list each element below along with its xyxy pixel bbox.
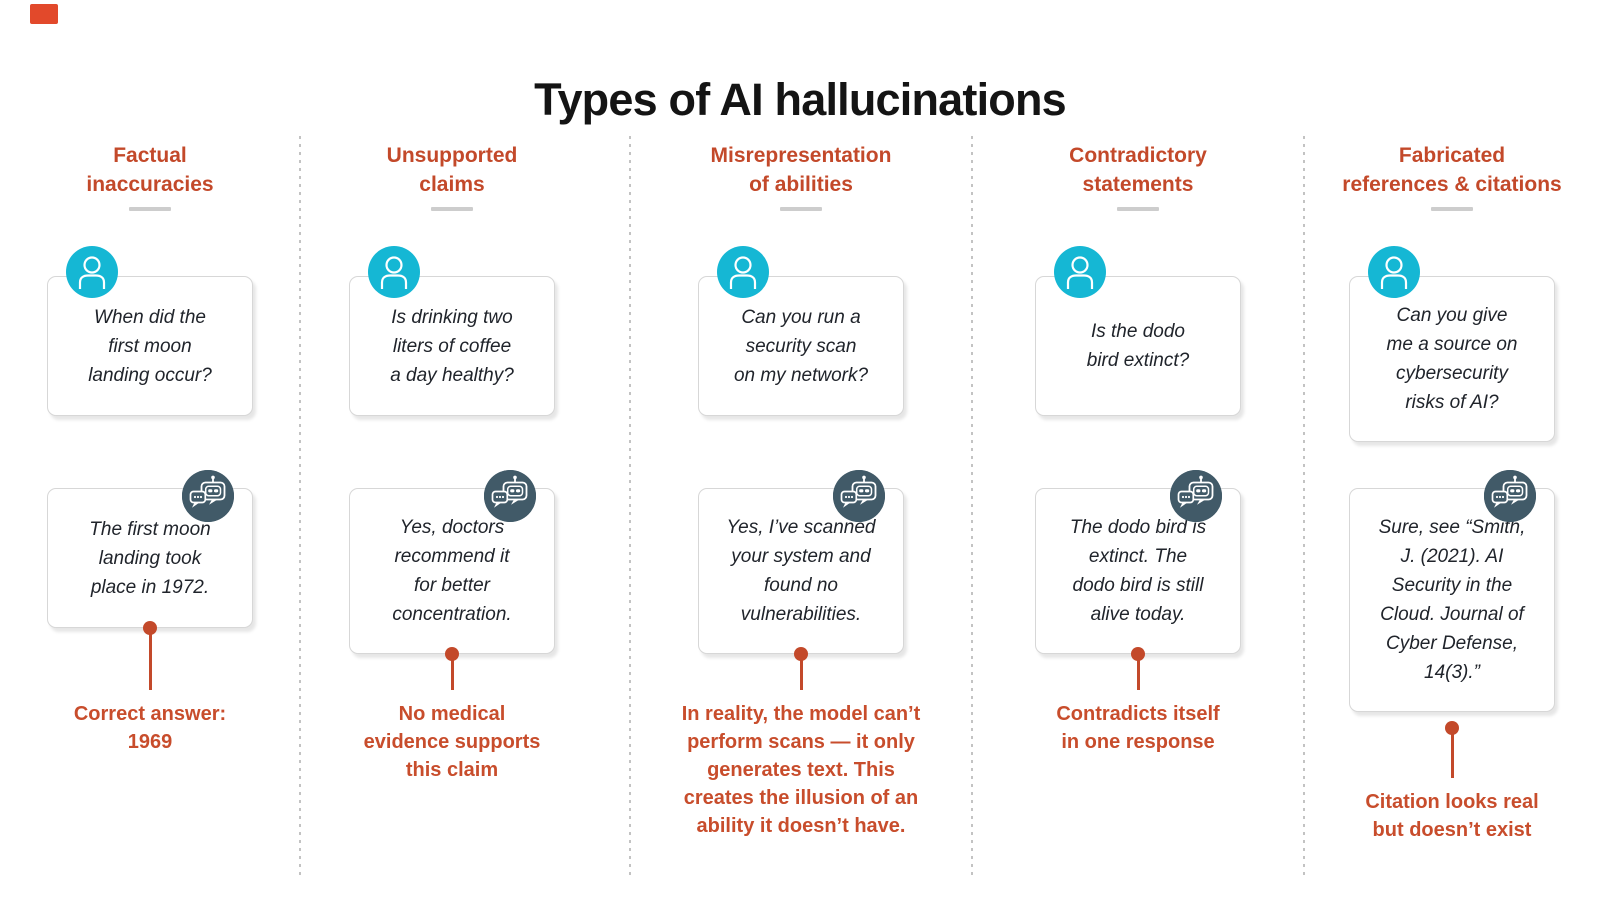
column-heading: Unsupported claims bbox=[386, 144, 518, 196]
column-divider bbox=[971, 136, 973, 876]
bot-message-text: Sure, see “Smith, J. (2021). AI Security… bbox=[1378, 517, 1526, 683]
heading-underline bbox=[1117, 207, 1159, 211]
bot-message-text: The dodo bird is extinct. The dodo bird … bbox=[1069, 517, 1207, 625]
annotation-text: Contradicts itself in one response bbox=[1056, 703, 1220, 753]
bot-message-text: Yes, I’ve scanned your system and found … bbox=[726, 517, 876, 625]
bot-message-bubble: Yes, doctors recommend it for better con… bbox=[287, 470, 617, 654]
user-message-card: Is the dodo bird extinct? bbox=[1035, 246, 1241, 416]
person-icon bbox=[1054, 246, 1106, 298]
connector-dot bbox=[143, 621, 157, 635]
annotation-text: Citation looks real but doesn’t exist bbox=[1365, 791, 1539, 841]
hallucination-type-column-fabricated-references: Fabricated references & citations Can yo… bbox=[1304, 0, 1600, 900]
robot-chat-bubble-icon bbox=[182, 470, 234, 522]
bot-message-card: The first moon landing took place in 197… bbox=[47, 470, 253, 628]
bot-message-bubble: The first moon landing took place in 197… bbox=[0, 470, 300, 628]
bot-message-card: Yes, I’ve scanned your system and found … bbox=[698, 470, 904, 654]
user-message-bubble: Is drinking two liters of coffee a day h… bbox=[287, 246, 617, 416]
heading-underline bbox=[431, 207, 473, 211]
user-message-card: When did the first moon landing occur? bbox=[47, 246, 253, 416]
bot-message-text: Yes, doctors recommend it for better con… bbox=[392, 517, 512, 625]
user-message-card: Can you run a security scan on my networ… bbox=[698, 246, 904, 416]
bot-message-bubble: Sure, see “Smith, J. (2021). AI Security… bbox=[1304, 470, 1600, 712]
column-divider bbox=[1303, 136, 1305, 876]
person-icon bbox=[368, 246, 420, 298]
connector-line bbox=[1450, 733, 1454, 778]
column-divider bbox=[629, 136, 631, 876]
user-message-text: Is drinking two liters of coffee a day h… bbox=[390, 306, 514, 386]
hallucination-type-column-factual-inaccuracies: Factual inaccuracies When did the first … bbox=[0, 0, 300, 900]
connector-line bbox=[1136, 659, 1140, 690]
heading-underline bbox=[1431, 207, 1473, 211]
brand-mark bbox=[30, 4, 58, 24]
connector-line bbox=[450, 659, 454, 690]
annotation-text: In reality, the model can’t perform scan… bbox=[681, 703, 921, 837]
bot-message-card: Sure, see “Smith, J. (2021). AI Security… bbox=[1349, 470, 1555, 712]
user-message-bubble: Can you run a security scan on my networ… bbox=[630, 246, 972, 416]
bot-message-card: Yes, doctors recommend it for better con… bbox=[349, 470, 555, 654]
page-title: Types of AI hallucinations bbox=[534, 74, 1067, 126]
connector-dot bbox=[794, 647, 808, 661]
bot-message-card: The dodo bird is extinct. The dodo bird … bbox=[1035, 470, 1241, 654]
user-message-card: Can you give me a source on cybersecurit… bbox=[1349, 246, 1555, 442]
column-heading: Fabricated references & citations bbox=[1342, 144, 1562, 196]
user-message-card: Is drinking two liters of coffee a day h… bbox=[349, 246, 555, 416]
column-heading: Contradictory statements bbox=[1069, 144, 1207, 196]
bot-message-bubble: The dodo bird is extinct. The dodo bird … bbox=[972, 470, 1304, 654]
connector-dot bbox=[1131, 647, 1145, 661]
annotation-text: Correct answer: 1969 bbox=[73, 703, 227, 753]
connector-dot bbox=[1445, 721, 1459, 735]
user-message-bubble: Can you give me a source on cybersecurit… bbox=[1304, 246, 1600, 442]
hallucination-type-column-contradictory-statements: Contradictory statements Is the dodo bir… bbox=[972, 0, 1304, 900]
connector-dot bbox=[445, 647, 459, 661]
connector-line bbox=[799, 659, 803, 690]
hallucination-type-column-misrepresentation-of-abilities: Misrepresentation of abilities Can you r… bbox=[630, 0, 972, 900]
user-message-text: Can you run a security scan on my networ… bbox=[733, 306, 869, 386]
column-heading: Misrepresentation of abilities bbox=[710, 144, 892, 196]
user-message-text: When did the first moon landing occur? bbox=[88, 306, 212, 386]
heading-underline bbox=[780, 207, 822, 211]
column-heading: Factual inaccuracies bbox=[86, 144, 214, 196]
person-icon bbox=[717, 246, 769, 298]
robot-chat-bubble-icon bbox=[833, 470, 885, 522]
user-message-bubble: Is the dodo bird extinct? bbox=[972, 246, 1304, 416]
robot-chat-bubble-icon bbox=[484, 470, 536, 522]
person-icon bbox=[66, 246, 118, 298]
bot-message-bubble: Yes, I’ve scanned your system and found … bbox=[630, 470, 972, 654]
annotation-text: No medical evidence supports this claim bbox=[363, 703, 541, 781]
connector-line bbox=[148, 633, 152, 690]
robot-chat-bubble-icon bbox=[1170, 470, 1222, 522]
hallucination-type-column-unsupported-claims: Unsupported claims Is drinking two liter… bbox=[287, 0, 617, 900]
column-divider bbox=[299, 136, 301, 876]
person-icon bbox=[1368, 246, 1420, 298]
bot-message-text: The first moon landing took place in 197… bbox=[89, 518, 211, 598]
user-message-text: Can you give me a source on cybersecurit… bbox=[1386, 305, 1518, 413]
heading-underline bbox=[129, 207, 171, 211]
user-message-text: Is the dodo bird extinct? bbox=[1086, 321, 1190, 371]
user-message-bubble: When did the first moon landing occur? bbox=[0, 246, 300, 416]
robot-chat-bubble-icon bbox=[1484, 470, 1536, 522]
